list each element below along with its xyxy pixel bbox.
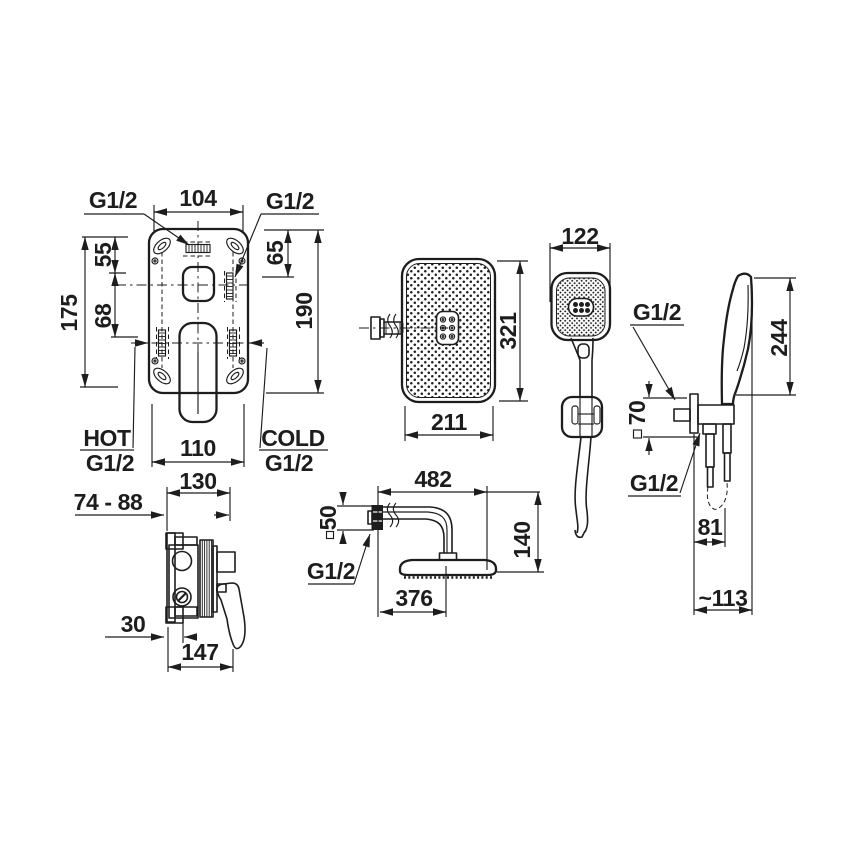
break-line — [392, 502, 400, 528]
mode-button — [577, 343, 590, 359]
cold-thread-label: G1/2 — [265, 450, 313, 476]
dim-label-81: 81 — [698, 514, 723, 540]
dim-label-110: 110 — [180, 435, 216, 461]
rain-head-side-profile — [398, 558, 498, 577]
mixer-side-dimensions — [75, 487, 234, 672]
mixer-lever-handle — [178, 321, 218, 424]
rain-head-dimensions — [404, 260, 528, 441]
hand-shower-head — [550, 271, 612, 342]
dim-label-376: 376 — [395, 585, 432, 611]
arm-wall-flange — [371, 505, 383, 530]
dim-label-68: 68 — [90, 303, 116, 328]
dim-label-g12-arm: G1/2 — [307, 558, 355, 584]
dim-label-244: 244 — [766, 319, 792, 357]
hot-label: HOT — [83, 425, 131, 451]
shower-arm-side-view: 482 50 G1/2 376 140 — [307, 466, 544, 617]
dim-label-140: 140 — [509, 521, 535, 558]
hot-thread-label: G1/2 — [86, 450, 134, 476]
holder-dimensions — [628, 277, 796, 615]
hand-shower-front-view: 122 — [549, 223, 612, 539]
rough-in-body — [165, 532, 246, 650]
break-line — [387, 313, 393, 339]
hose-continuation — [706, 482, 728, 510]
cold-label: COLD — [261, 425, 325, 451]
dim-label-30: 30 — [121, 611, 146, 637]
mixer-front-dimensions — [80, 205, 328, 467]
flange-hatch — [201, 540, 212, 617]
rain-head-plate — [400, 257, 497, 404]
bracket-detail — [571, 397, 601, 437]
break-line — [393, 313, 399, 339]
dim-label-122: 122 — [561, 223, 598, 249]
dim-label-70: 70 — [624, 401, 650, 426]
dim-label-50: 50 — [315, 506, 341, 531]
rain-shower-front-view: 321 211 — [359, 257, 528, 441]
dim-label-175: 175 — [56, 294, 82, 332]
mixer-front-view: G1/2 104 G1/2 55 68 175 65 190 110 HOT G… — [56, 185, 328, 476]
diverter-button — [181, 265, 216, 303]
dim-label-depth-range: 74 - 88 — [74, 489, 143, 515]
mixer-side-view: 130 74 - 88 30 147 — [74, 468, 246, 672]
hand-shower-handle — [570, 337, 594, 398]
top-outlet-port — [183, 241, 212, 257]
break-line — [386, 502, 394, 528]
hand-shower-side-profile — [720, 272, 754, 406]
hand-shower-holder-side-view: 244 G1/2 70 G1/2 81 ~113 — [624, 272, 796, 615]
dim-label-482: 482 — [414, 466, 451, 492]
dim-label-g12-side: G1/2 — [266, 188, 314, 214]
mixer-side-lever — [216, 582, 246, 650]
dim-label-104: 104 — [179, 185, 217, 211]
arm-dimensions — [308, 486, 544, 617]
dim-label-113: ~113 — [699, 585, 748, 611]
dim-label-190: 190 — [291, 292, 317, 329]
dim-label-g12-outlet: G1/2 — [633, 299, 681, 325]
dim-label-65: 65 — [262, 240, 288, 265]
dim-label-55: 55 — [90, 242, 116, 267]
wall-holder — [673, 393, 735, 488]
dim-label-147: 147 — [181, 639, 218, 665]
dim-label-130: 130 — [179, 468, 216, 494]
hot-inlet-port — [156, 327, 169, 359]
hand-shower-dimensions — [549, 243, 611, 302]
shower-hose — [574, 436, 592, 539]
dim-label-211: 211 — [431, 409, 468, 435]
dim-label-g12-hose: G1/2 — [630, 470, 678, 496]
side-outlet-port — [224, 271, 237, 302]
mounting-lugs — [151, 237, 246, 385]
dim-label-g12-top: G1/2 — [89, 187, 137, 213]
dim-label-321: 321 — [495, 312, 521, 350]
cold-inlet-port — [227, 327, 240, 359]
hand-shower-jet-cluster — [567, 297, 595, 317]
wall-bracket — [560, 395, 604, 439]
